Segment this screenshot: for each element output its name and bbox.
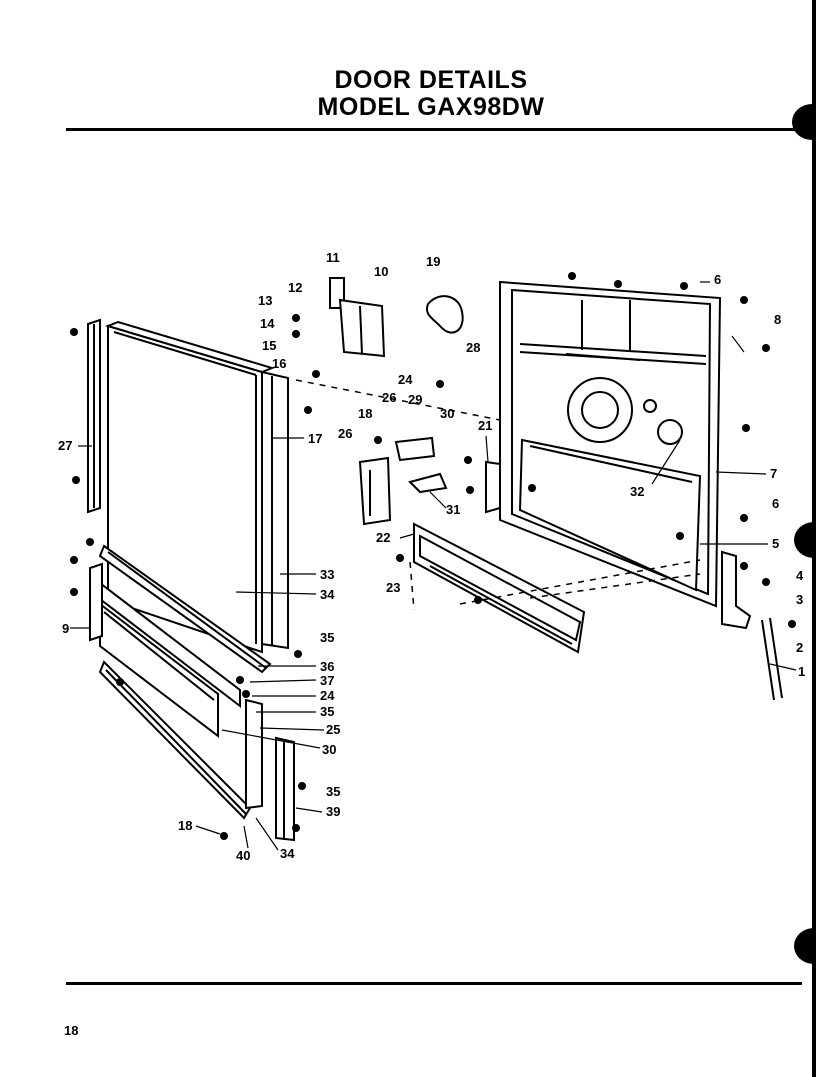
callout-19: 19 — [426, 254, 440, 269]
callout-24b: 24 — [320, 688, 335, 703]
screws — [70, 272, 796, 840]
bracket-21 — [485, 460, 501, 514]
wiring-harness-19 — [426, 295, 464, 334]
latch-assembly-10-11-12 — [329, 277, 386, 358]
door-panel-frame-34 — [98, 544, 272, 674]
callout-13: 13 — [258, 293, 272, 308]
callout-17: 17 — [308, 431, 322, 446]
console-panel-22 — [413, 522, 586, 654]
callout-8: 8 — [774, 312, 781, 327]
link-31 — [408, 472, 448, 494]
callout-26a: 26 — [382, 390, 396, 405]
detergent-dispenser-32 — [518, 438, 702, 592]
callout-4: 4 — [796, 568, 804, 583]
callout-2: 2 — [796, 640, 803, 655]
left-side-trim-27 — [87, 318, 101, 514]
callout-24a: 24 — [398, 372, 413, 387]
callout-7: 7 — [770, 466, 777, 481]
callout-30a: 30 — [440, 406, 454, 421]
callout-28: 28 — [466, 340, 480, 355]
hinge-bracket-3 — [721, 550, 752, 630]
binder-tab-middle — [794, 522, 816, 558]
top-rule — [66, 128, 802, 131]
right-side-trim-33 — [261, 370, 289, 650]
callout-25: 25 — [326, 722, 340, 737]
page-number: 18 — [64, 1023, 79, 1038]
callout-23: 23 — [386, 580, 400, 595]
page-title-line2: MODEL GAX98DW — [317, 93, 545, 121]
callout-34b: 34 — [280, 846, 295, 861]
actuator-29 — [394, 436, 436, 462]
leader-lines — [70, 281, 797, 851]
callout-40: 40 — [236, 848, 250, 863]
callout-6a: 6 — [714, 272, 721, 287]
callout-18a: 18 — [358, 406, 372, 421]
callout-9: 9 — [62, 621, 69, 636]
callout-36: 36 — [320, 659, 334, 674]
callout-34a: 34 — [320, 587, 335, 602]
callout-labels: 11 10 19 6 8 12 13 14 28 15 16 24 26 29 … — [58, 250, 805, 863]
callout-14: 14 — [260, 316, 275, 331]
callout-15: 15 — [262, 338, 276, 353]
callout-37: 37 — [320, 673, 334, 688]
page-title-line1: DOOR DETAILS — [334, 66, 528, 94]
callout-16a: 16 — [272, 356, 286, 371]
binder-tab-bottom — [794, 928, 816, 964]
switch-26 — [358, 456, 392, 526]
callout-10: 10 — [374, 264, 388, 279]
callout-35b: 35 — [320, 704, 334, 719]
callout-6b: 6 — [772, 496, 779, 511]
outer-door-panel — [104, 320, 276, 654]
callout-35a: 35 — [320, 630, 334, 645]
callout-39: 39 — [326, 804, 340, 819]
vertical-trim-30 — [245, 698, 263, 810]
callout-30b: 30 — [322, 742, 336, 757]
kick-plate-40 — [98, 660, 252, 820]
vertical-trim-39 — [275, 736, 295, 842]
callout-26b: 26 — [338, 426, 352, 441]
bracket-9 — [89, 562, 103, 642]
callout-27: 27 — [58, 438, 72, 453]
callout-12: 12 — [288, 280, 302, 295]
hinge-spring-1 — [761, 617, 783, 701]
alignment-lines — [295, 379, 701, 611]
callout-35c: 35 — [326, 784, 340, 799]
callout-32: 32 — [630, 484, 644, 499]
callout-29: 29 — [408, 392, 422, 407]
callout-5: 5 — [772, 536, 779, 551]
callout-31: 31 — [446, 502, 460, 517]
callout-21: 21 — [478, 418, 492, 433]
callout-18b: 18 — [178, 818, 192, 833]
bottom-rule — [66, 982, 802, 985]
callout-22: 22 — [376, 530, 390, 545]
callout-3: 3 — [796, 592, 803, 607]
callout-1: 1 — [798, 664, 805, 679]
callout-11: 11 — [326, 250, 340, 265]
callout-33: 33 — [320, 567, 334, 582]
